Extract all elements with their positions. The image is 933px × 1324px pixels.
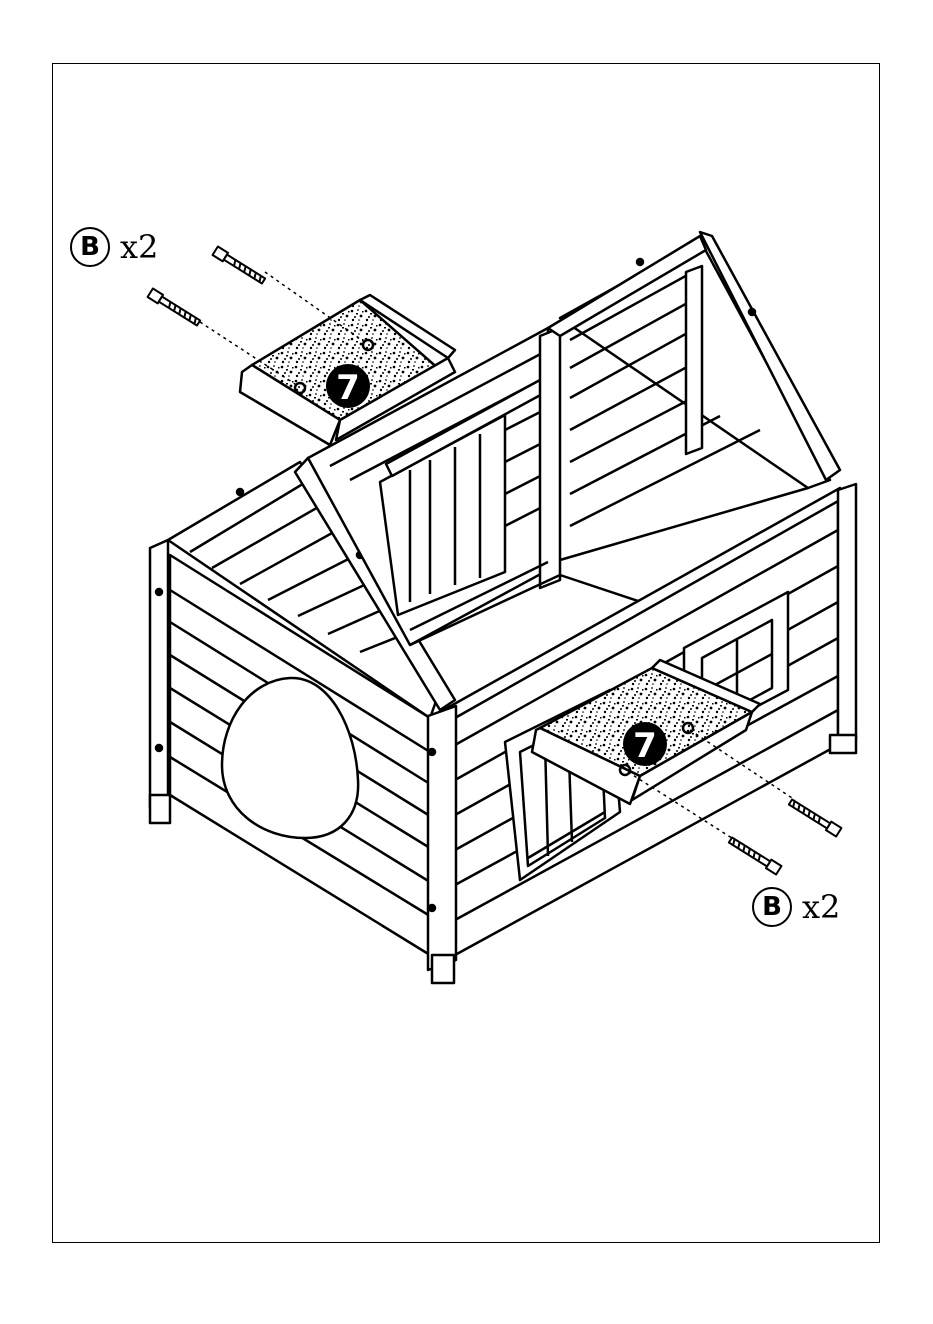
hardware-quantity: x2 [120, 228, 158, 266]
part-number: 7 [633, 726, 657, 766]
hardware-quantity: x2 [802, 888, 840, 926]
hardware-label-top: B x2 [70, 227, 158, 267]
hardware-letter: B [752, 887, 792, 927]
hardware-letter: B [70, 227, 110, 267]
right-gable [548, 232, 840, 560]
hardware-label-bottom: B x2 [752, 887, 840, 927]
part-badge-lower: 7 [623, 722, 667, 766]
part-number: 7 [336, 368, 360, 408]
part-badge-upper: 7 [326, 364, 370, 408]
